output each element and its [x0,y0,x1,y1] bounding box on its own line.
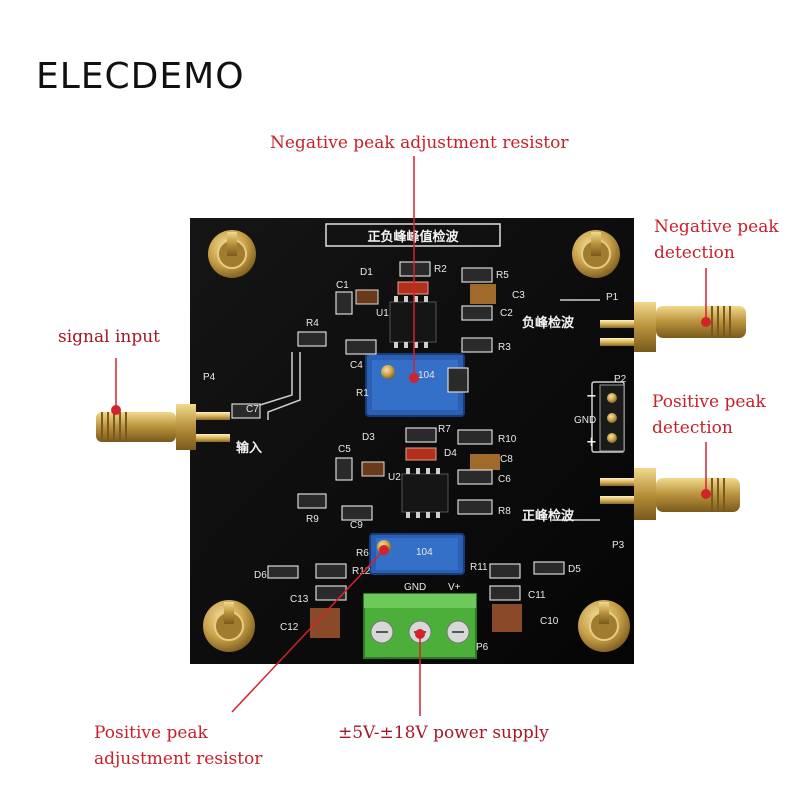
label-input-cn: 输入 [236,440,262,456]
sma-connector-positive [600,468,740,520]
callout-negative-detection-line1: Negative peak [654,217,779,237]
label-d1: D1 [360,267,373,278]
label-c7: C7 [246,404,259,415]
label-terminal-vplus: V+ [448,582,461,593]
label-minus: − [586,389,597,404]
label-p2: P2 [614,374,627,385]
marker-dot-negative-resistor [409,373,419,383]
label-terminal-gnd: GND [404,582,426,593]
diode-d1-red [397,281,429,295]
label-p4: P4 [203,372,216,383]
label-r12: R12 [352,566,371,577]
callout-positive-detection-line2: detection [652,418,733,438]
label-r10: R10 [498,434,517,445]
label-p3: P3 [612,540,625,551]
label-p6: P6 [476,642,489,653]
smd-pads [231,261,565,601]
diode-d3 [361,461,385,477]
board-title-box [325,223,501,247]
pin-header-p2 [599,384,625,452]
marker-dot-positive [701,489,711,499]
label-r3: R3 [498,342,511,353]
label-r4: R4 [306,318,319,329]
label-negative-detect-cn: 负峰检波 [522,315,575,331]
label-c1: C1 [336,280,349,291]
label-r5: R5 [496,270,509,281]
label-c3: C3 [512,290,525,301]
label-r1: R1 [356,388,369,399]
label-d4: D4 [444,448,457,459]
trimpot-negative [365,353,465,417]
mount-post-top-left [208,230,256,278]
label-r7: R7 [438,424,451,435]
brand-logo: ELECDEMO [36,56,245,97]
label-c6: C6 [498,474,511,485]
diode-d1 [355,289,379,305]
label-gnd-header: GND [574,415,596,426]
label-r2: R2 [434,264,447,275]
label-p1: P1 [606,292,619,303]
sma-connector-input [96,404,230,450]
label-u2: U2 [388,472,401,483]
label-c9: C9 [350,520,363,531]
silkscreen-traces [259,299,625,521]
label-r11: R11 [470,562,488,573]
callout-negative-peak-resistor: Negative peak adjustment resistor [270,133,569,153]
callout-signal-input: signal input [58,327,161,347]
marker-dot-negative [701,317,711,327]
callout-positive-resistor-line2: adjustment resistor [94,749,263,769]
label-r6: R6 [356,548,369,559]
callout-positive-detection-line1: Positive peak [652,392,766,412]
label-positive-detect-cn: 正峰检波 [522,508,575,524]
label-u1: U1 [376,308,389,319]
callout-positive-peak-resistor: Positive peak adjustment resistor [94,720,262,772]
label-d3: D3 [362,432,375,443]
label-plus: + [586,435,597,450]
label-c4: C4 [350,360,363,371]
label-d6: D6 [254,570,267,581]
label-c13: C13 [290,594,309,605]
diode-d4-red [405,447,437,461]
designator-labels: D1 R2 R5 C3 C2 R3 C1 R4 C4 R1 U1 C7 D3 R… [246,264,581,633]
ic-u2 [401,468,449,518]
mount-post-bottom-right [578,600,630,652]
marker-dot-positive-resistor [379,545,389,555]
marker-dot-input [111,405,121,415]
label-c5: C5 [338,444,351,455]
label-d5: D5 [568,564,581,575]
callout-power-supply: ±5V-±18V power supply [338,723,549,743]
label-c2: C2 [500,308,513,319]
smd-capacitors [310,284,522,638]
mount-post-top-right [572,230,620,278]
terminal-block-p6 [363,593,477,659]
label-r9: R9 [306,514,319,525]
trimpot-positive [369,533,465,575]
label-c8: C8 [500,454,513,465]
callout-positive-detection: Positive peak detection [652,389,766,441]
trimpot-negative-code: 104 [418,370,435,381]
mount-post-bottom-left [203,600,255,652]
callout-leaders [115,156,707,716]
ic-u1 [389,296,437,348]
trimpot-positive-code: 104 [416,547,433,558]
label-c10: C10 [540,616,559,627]
callout-negative-detection: Negative peak detection [654,214,779,266]
marker-dot-power [415,629,425,639]
callout-negative-detection-line2: detection [654,243,735,263]
label-c12: C12 [280,622,299,633]
callout-positive-resistor-line1: Positive peak [94,723,208,743]
leader-positive-resistor [231,549,385,713]
label-c11: C11 [528,590,546,601]
label-r8: R8 [498,506,511,517]
